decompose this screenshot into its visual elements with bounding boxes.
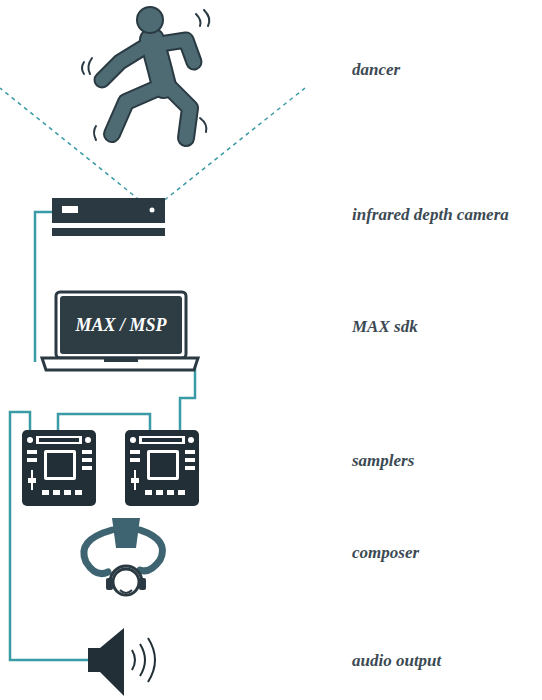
composer-head bbox=[113, 569, 139, 595]
composer-figure bbox=[84, 518, 163, 595]
motion-mark bbox=[196, 14, 201, 26]
screen-text: MAX / MSP bbox=[75, 315, 166, 336]
motion-mark bbox=[200, 118, 206, 132]
laptop-notch bbox=[104, 359, 138, 362]
camera-stand bbox=[52, 228, 165, 236]
wire bbox=[58, 414, 150, 430]
dancer-leg-outline bbox=[170, 88, 190, 138]
headphone-band bbox=[110, 566, 142, 582]
composer-arm bbox=[84, 530, 112, 574]
component-label: dancer bbox=[352, 60, 400, 80]
speaker-icon bbox=[88, 628, 155, 696]
composer-body bbox=[112, 518, 140, 548]
composer-arm bbox=[140, 530, 163, 571]
dancer-leg bbox=[170, 88, 190, 138]
sampler-device bbox=[125, 430, 199, 506]
component-label: audio output bbox=[352, 651, 441, 671]
dancer-leg-outline bbox=[112, 88, 158, 134]
composer-mouth bbox=[120, 590, 132, 593]
motion-mark bbox=[204, 10, 209, 26]
laptop-lid bbox=[56, 292, 186, 358]
motion-mark bbox=[94, 126, 96, 140]
screen-box: MAX / MSP bbox=[60, 296, 182, 354]
dancer-torso-outline bbox=[152, 40, 164, 86]
dancer-torso bbox=[152, 40, 164, 86]
motion-mark bbox=[88, 58, 92, 74]
camera-lens bbox=[150, 208, 155, 213]
dancer-arm-outline bbox=[102, 46, 146, 80]
speaker-magnet bbox=[88, 648, 100, 672]
sound-wave bbox=[132, 650, 135, 670]
dancer-leg bbox=[112, 88, 158, 134]
dancer-arm bbox=[102, 46, 146, 80]
motion-mark bbox=[82, 62, 84, 74]
component-label: samplers bbox=[352, 451, 414, 471]
speaker-cone bbox=[100, 628, 124, 696]
view-cone-line bbox=[152, 88, 305, 210]
component-label: MAX sdk bbox=[352, 317, 418, 337]
sampler-device bbox=[22, 430, 96, 506]
headphone-cup bbox=[139, 578, 146, 590]
dancer-head bbox=[137, 7, 163, 33]
sound-wave bbox=[140, 644, 145, 676]
sound-wave bbox=[148, 638, 155, 682]
component-label: composer bbox=[352, 543, 419, 563]
wire bbox=[35, 212, 52, 362]
camera-window bbox=[62, 206, 78, 213]
component-label: infrared depth camera bbox=[352, 205, 509, 225]
wire bbox=[180, 364, 195, 430]
headphone-cup bbox=[106, 578, 113, 590]
laptop-base bbox=[42, 358, 198, 370]
camera-body bbox=[52, 198, 165, 223]
dancer-figure bbox=[82, 7, 209, 140]
